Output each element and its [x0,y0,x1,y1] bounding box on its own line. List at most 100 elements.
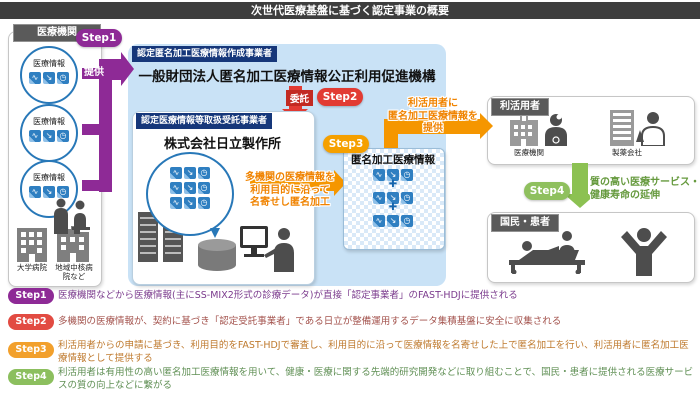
medical-record-icons: ∿ ↘ ◷ [148,197,232,209]
legend-step1-text: 医療機関などから医療情報(主にSS-MIX2形式の診療データ)が直接「認定事業者… [58,290,518,301]
medical-info-label: 医療情報 [33,117,65,126]
provide-flow-stub [82,68,102,79]
patient-bed-icon [505,230,597,274]
chart-record-icon: ↘ [184,167,196,179]
pulse-record-icon: ∿ [29,130,41,142]
pulse-record-icon: ∿ [29,186,41,198]
consign-label: 委託 [286,90,314,106]
chart-record-icon: ↘ [387,215,399,227]
clock-record-icon: ◷ [198,182,210,194]
clock-record-icon: ◷ [198,167,210,179]
provide-flow-stub [82,124,102,135]
outcome-note-line: 健康寿命の延伸 [590,190,660,201]
pulse-record-icon: ∿ [170,182,182,194]
provide-flow-trunk [99,62,112,192]
users-label: 利活用者 [491,98,549,116]
pulse-record-icon: ∿ [170,167,182,179]
medical-record-icons: ∿ ↘ ◷ [343,169,443,181]
legend-step2-text: 多機関の医療情報が、契約に基づき「認定受託事業者」である日立が整備運用するデータ… [58,316,562,327]
anonymized-records-stack: ∿ ↘ ◷ ✚ ∿ ↘ ◷ ✚ ∿ ↘ ◷ [343,166,443,227]
user-hospital-label: 医療機関 [514,148,544,157]
circle-callout-tail [210,228,220,238]
provide-to-users-arrow-body [384,119,480,134]
provide-to-users-arrow-head [480,113,493,139]
anonymize-note-line: 利用目的に沿って [250,184,330,196]
chart-record-icon: ↘ [43,72,55,84]
operator-at-computer-icon [238,222,298,272]
legend-step4-pill: Step4 [8,369,54,385]
provide-arrow-label: 提供 [84,67,104,78]
clock-record-icon: ◷ [401,169,413,181]
pulse-record-icon: ∿ [373,215,385,227]
clock-record-icon: ◷ [57,72,69,84]
medical-record-icons: ∿ ↘ ◷ [148,182,232,194]
clock-record-icon: ◷ [57,186,69,198]
pulse-record-icon: ∿ [29,72,41,84]
entrusted-operator-name: 株式会社日立製作所 [163,137,281,152]
medical-record-icons: ∿ ↘ ◷ [343,192,443,204]
step4-pill: Step4 [524,182,570,200]
pharma-company-icon [608,108,670,146]
page-title: 次世代医療基盤に基づく認定事業の概要 [0,2,700,19]
aggregated-records-circle: ∿ ↘ ◷ ∿ ↘ ◷ ∿ ↘ ◷ [146,152,234,236]
database-icon [196,238,238,272]
user-hospital-doctor-icon [508,112,574,146]
legend-step3-text: 利活用者からの申請に基づき、利用目的をFAST-HDJで審査し、利用目的に沿って… [58,340,689,364]
legend-step2-pill: Step2 [8,314,54,330]
chart-record-icon: ↘ [184,182,196,194]
medical-info-label: 医療情報 [33,59,65,68]
chart-record-icon: ↘ [43,130,55,142]
healthy-person-icon [618,224,670,276]
legend-step3-pill: Step3 [8,342,54,358]
medical-info-circle: 医療情報 ∿ ↘ ◷ [20,160,78,218]
entrusted-operator-tag: 認定医療情報等取扱受託事業者 [136,113,273,129]
certified-creator-name: 一般財団法人匿名加工医療情報公正利用促進機構 [138,69,436,85]
plus-icon: ✚ [388,179,398,190]
anonymize-note-line: 名寄せし匿名加工 [250,197,330,208]
step3-pill: Step3 [323,135,369,153]
plus-icon: ✚ [388,202,398,213]
clock-record-icon: ◷ [401,192,413,204]
university-hospital-label: 大学病院 [17,263,47,272]
citizens-label: 国民・患者 [491,214,559,232]
university-hospital-icon [16,226,48,262]
chart-record-icon: ↘ [184,197,196,209]
step2-pill: Step2 [317,88,363,106]
pharma-company-label: 製薬会社 [612,148,642,157]
provide-note-line: 匿名加工医療情報を [388,110,478,122]
outcome-arrow-head [564,194,596,208]
legend: Step1 医療機関などから医療情報(主にSS-MIX2形式の診療データ)が直接… [0,287,700,400]
provide-note-line: 利活用者に [408,98,458,109]
clock-record-icon: ◷ [57,130,69,142]
chart-record-icon: ↘ [43,186,55,198]
pulse-record-icon: ∿ [170,197,182,209]
regional-hospital-label: 地域中核病院など [55,263,93,281]
medical-record-icons: ∿ ↘ ◷ [22,72,76,84]
step1-pill: Step1 [76,29,122,47]
chart-record-icon: ↘ [387,169,399,181]
provide-flow-stub [82,180,102,191]
anonymize-arrow-body [250,176,336,191]
medical-record-icons: ∿ ↘ ◷ [22,130,76,142]
medical-info-circle: 医療情報 ∿ ↘ ◷ [20,104,78,162]
certified-creator-tag: 認定匿名加工医療情報作成事業者 [132,46,278,62]
outcome-note-line: 質の高い医療サービス・ [590,177,700,188]
pulse-record-icon: ∿ [373,192,385,204]
regional-hospital-icon [56,226,90,262]
outcome-arrow-body [572,163,588,194]
anonymized-info-title: 匿名加工医療情報 [351,154,435,166]
outcome-note: 質の高い医療サービス・ 健康寿命の延伸 [590,176,700,202]
legend-step4-text: 利活用者は有用性の高い匿名加工医療情報を用いて、健康・医療に関する先端的研究開発… [58,367,694,391]
medical-info-circle: 医療情報 ∿ ↘ ◷ [20,46,78,104]
anonymize-note: 多機関の医療情報を 利用目的に沿って 名寄せし匿名加工 [238,172,342,210]
provide-to-users-note: 利活用者に 匿名加工医療情報を 提供 [378,98,488,136]
clock-record-icon: ◷ [198,197,210,209]
medical-record-icons: ∿ ↘ ◷ [22,186,76,198]
medical-record-icons: ∿ ↘ ◷ [148,167,232,179]
medical-info-label: 医療情報 [33,173,65,182]
legend-step1-pill: Step1 [8,288,54,304]
chart-record-icon: ↘ [387,192,399,204]
provide-note-line: 提供 [423,123,443,134]
anonymize-note-line: 多機関の医療情報を [245,172,335,183]
